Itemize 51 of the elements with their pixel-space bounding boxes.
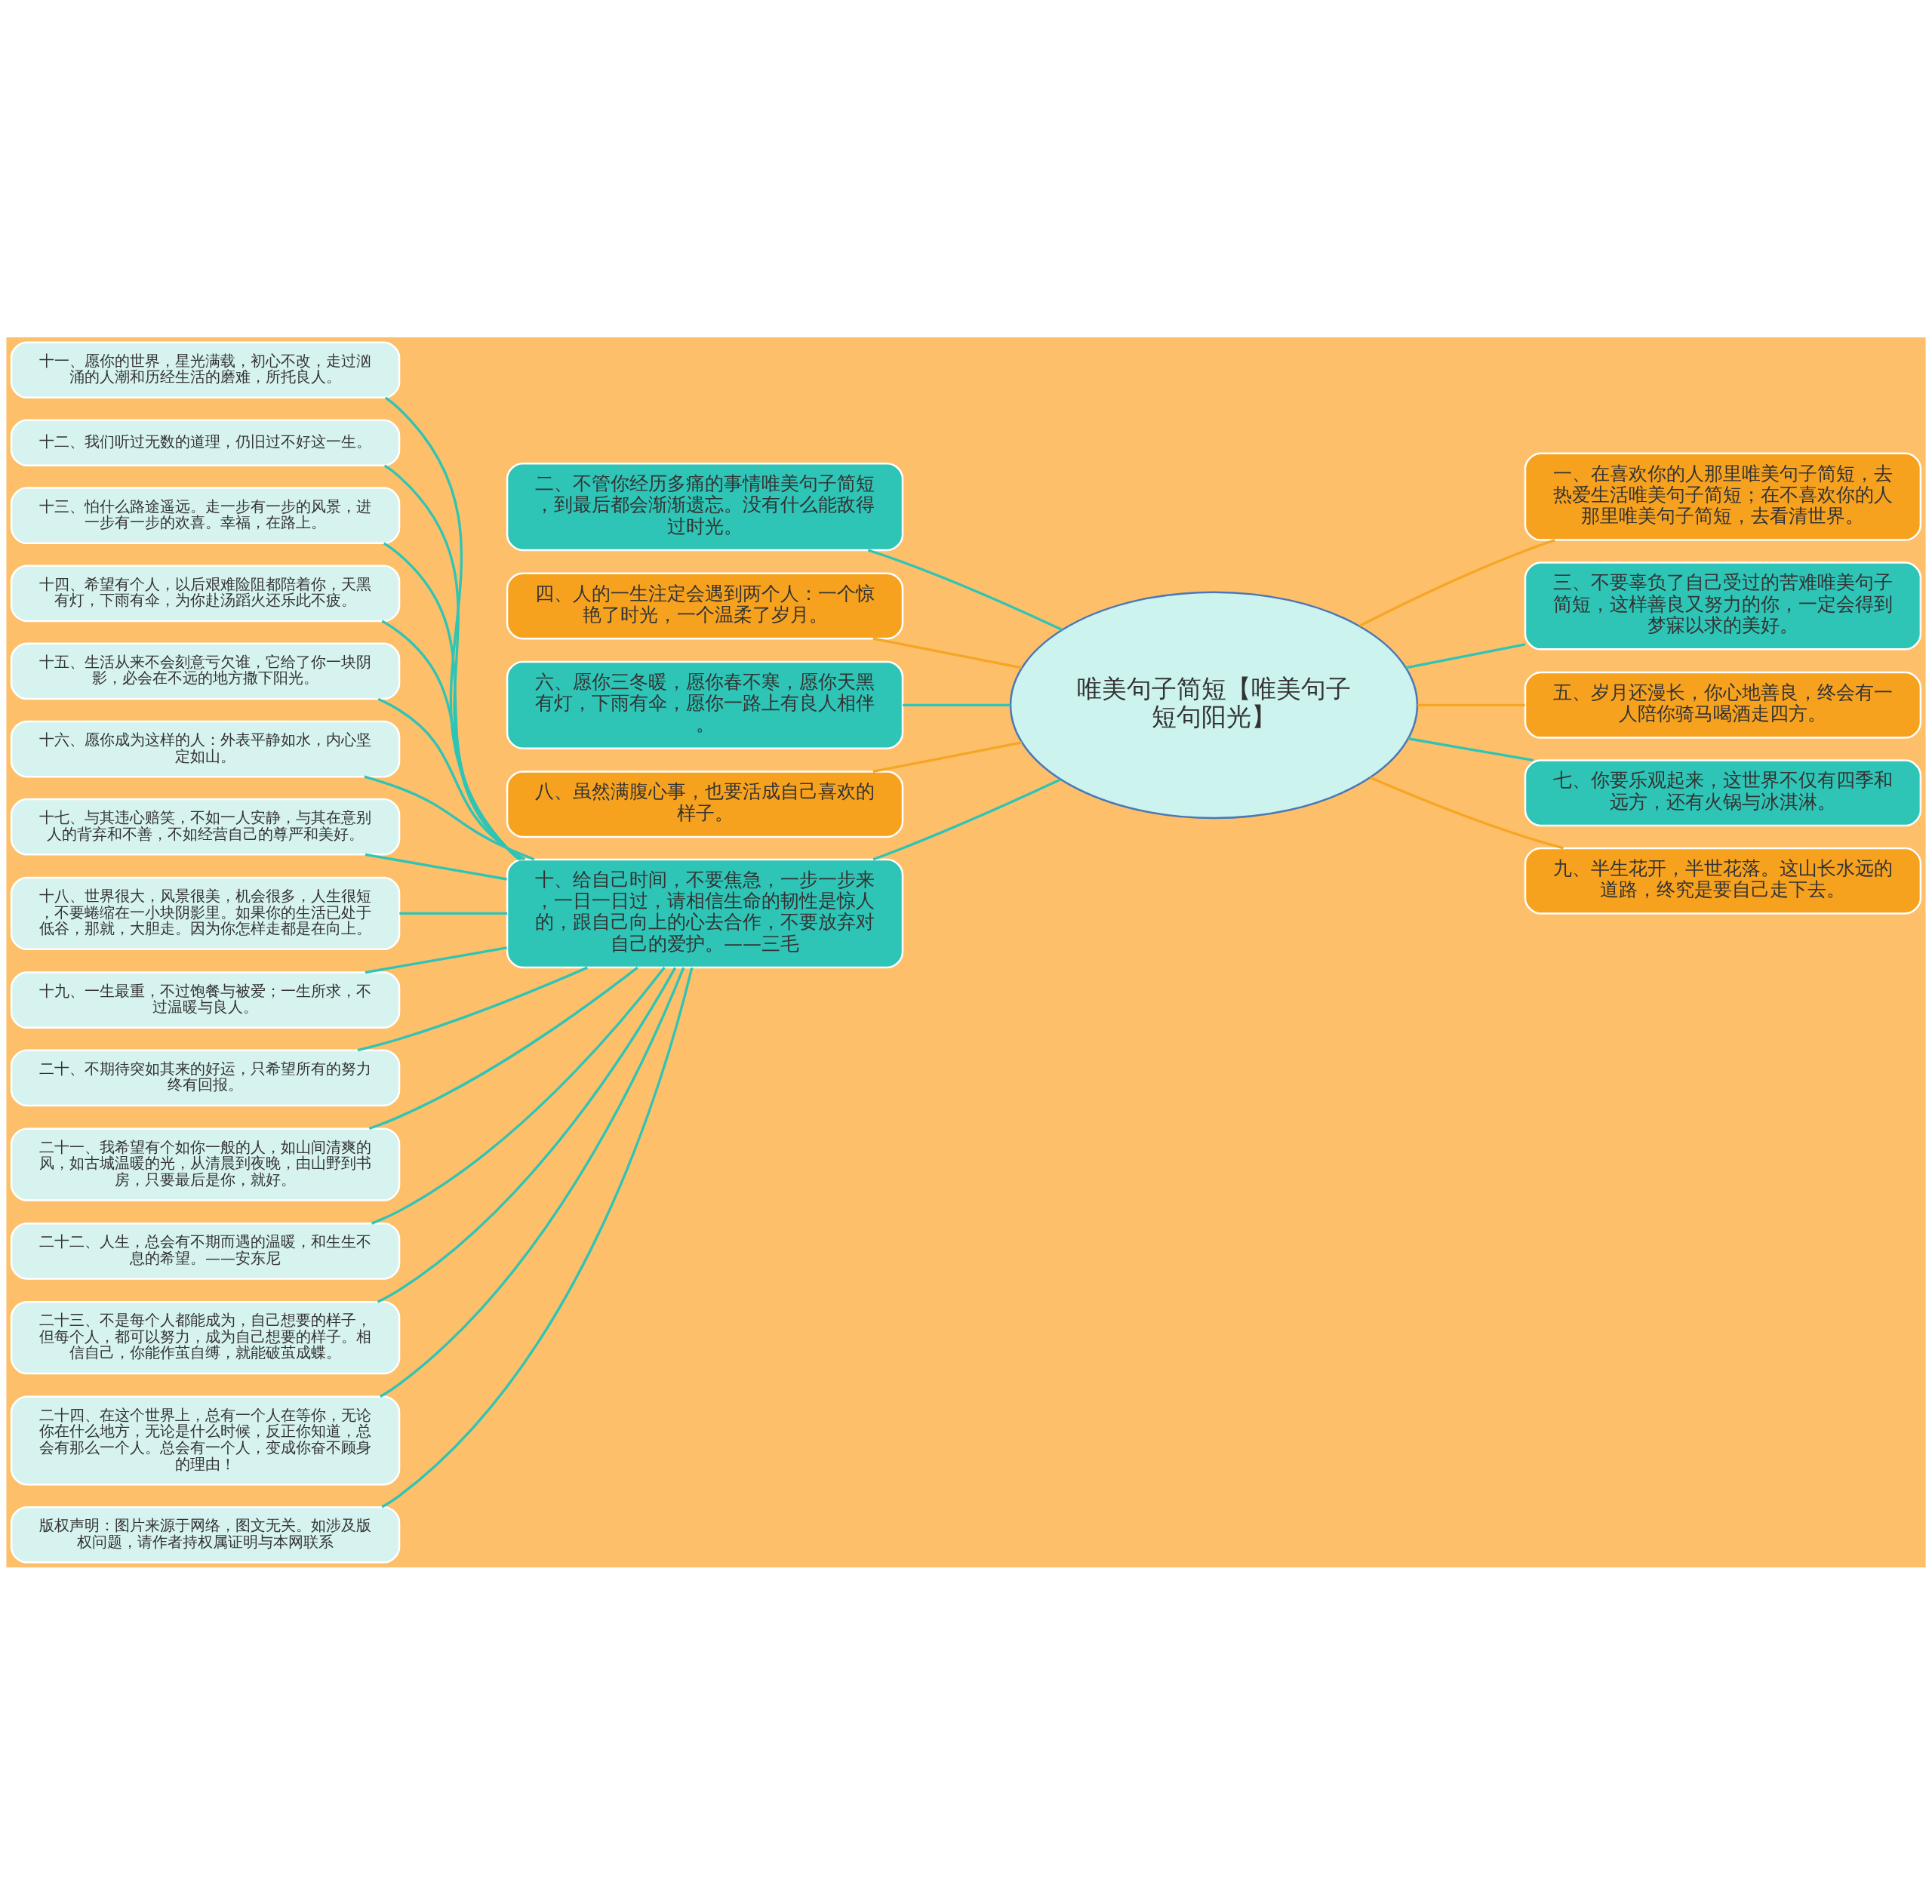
node-box: 七、你要乐观起来，这世界不仅有四季和远方，还有火锅与冰淇淋。 [1524,758,1922,826]
node-box: 六、愿你三冬暖，愿你春不寒，愿你天黑有灯，下雨有伞，愿你一路上有良人相伴。 [506,660,904,749]
node-box: 二十一、我希望有个如你一般的人，如山间清爽的风，如古城温暖的光，从清晨到夜晚，由山野到书房，只要最后是你，就好。 [10,1127,401,1201]
node-box: 二十二、人生，总会有不期而遇的温暖，和生生不息的希望。——安东尼 [10,1222,401,1280]
node-box: 四、人的一生注定会遇到两个人：一个惊艳了时光，一个温柔了岁月。 [506,571,904,639]
connector [872,740,1023,773]
connector [377,697,526,860]
node-box: 二十、不期待突如其来的好运，只希望所有的努力终有回报。 [10,1049,401,1106]
connector [357,966,588,1051]
node-ellipse: 唯美句子简短【唯美句子短句阳光】 [1009,590,1419,819]
connector [380,967,685,1398]
connector [903,703,1011,706]
connector [371,966,666,1225]
connector [872,777,1061,860]
node-box: 十九、一生最重，不过饱餐与被爱；一生所求，不过温暖与良人。 [10,970,401,1029]
node-box: 版权声明：图片来源于网络，图文无关。如涉及版权问题，请作者持权属证明与本网联系 [10,1506,401,1564]
node-box: 五、岁月还漫长，你心地善良，终会有一人陪你骑马喝酒走四方。 [1524,671,1922,739]
connector [377,967,677,1303]
connector [365,946,507,974]
connector [383,464,520,860]
node-box: 十七、与其违心赔笑，不如一人安静，与其在意别人的背弃和不善，不如经营自己的尊严和美好。 [10,798,401,855]
node-box: 十四、希望有个人，以后艰难险阻都陪着你，天黑有灯，下雨有伞，为你赴汤蹈火还乐此不疲。 [10,564,401,622]
node-box: 二十四、在这个世界上，总有一个人在等你，无论你在什么地方，无论是什么时候，反正你知道，总会有那么一个人。总会有一个人，变成你奋不顾身的理由！ [10,1395,401,1485]
connector [381,620,523,860]
connector [1358,538,1555,627]
connector [381,967,694,1508]
node-box: 二十三、不是每个人都能成为，自己想要的样子，但每个人，都可以努力，成为自己想要的样子。相信自己，你能作茧自缚，就能破茧成蝶。 [10,1300,401,1374]
node-box: 十八、世界很大，风景很美，机会很多，人生很短，不要蜷缩在一小块阴影里。如果你的生活已处于低谷，那就，大胆走。因为你怎样走都是在向上。 [10,876,401,950]
node-box: 二、不管你经历多痛的事情唯美句子简短，到最后都会渐渐遗忘。没有什么能敌得过时光。 [506,462,904,551]
connector [1417,703,1525,706]
node-box: 十三、怕什么路途遥远。走一步有一步的风景，进一步有一步的欢喜。幸福，在路上。 [10,486,401,544]
connector [364,775,535,860]
connector [384,396,520,860]
node-box: 十五、生活从来不会刻意亏欠谁，它给了你一块阴影，必会在不远的地方撒下阳光。 [10,642,401,700]
connector [1408,737,1534,761]
node-box: 十二、我们听过无数的道理，仍旧过不好这一生。 [10,419,401,466]
connector [383,542,521,860]
connector [399,912,508,915]
connector [1405,642,1526,669]
connector [368,966,638,1130]
node-box: 一、在喜欢你的人那里唯美句子简短，去热爱生活唯美句子简短；在不喜欢你的人那里唯美句子简短，去看清世界。 [1524,452,1922,541]
connector [872,637,1023,669]
node-box: 八、虽然满腹心事，也要活成自己喜欢的样子。 [506,770,904,838]
connector [867,548,1063,631]
node-box: 十一、愿你的世界，星光满载，初心不改，走过汹涌的人潮和历经生活的磨难，所托良人。 [10,340,401,398]
node-box: 九、半生花开，半世花落。这山长水远的道路，终究是要自己走下去。 [1524,847,1922,915]
connector [365,853,507,881]
node-box: 十六、愿你成为这样的人：外表平静如水，内心坚定如山。 [10,720,401,777]
node-box: 三、不要辜负了自己受过的苦难唯美句子简短，这样善良又努力的你，一定会得到梦寐以求的美好。 [1524,561,1922,651]
connector [1370,776,1564,849]
node-box: 十、给自己时间，不要焦急，一步一步来，一日一日过，请相信生命的韧性是惊人的，跟自己向上的心去合作，不要放弃对自己的爱护。——三毛 [506,858,904,968]
